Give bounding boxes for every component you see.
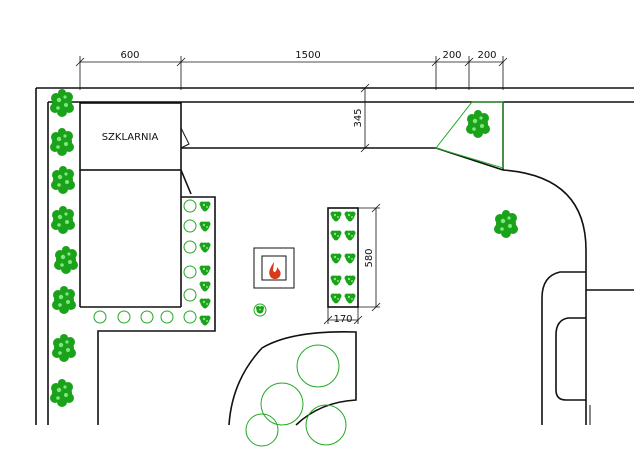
patio-outline: [228, 331, 357, 426]
plot-boundary: [35, 87, 634, 425]
dimension-170: 170: [333, 314, 352, 325]
shrub-circles-row: [93, 199, 197, 324]
shrub-icon: [253, 303, 267, 317]
greenhouse-outline: [79, 102, 182, 171]
dimension-1500: 1500: [295, 50, 320, 61]
top-dimension-chain: [75, 56, 508, 90]
dimension-345: 345: [353, 108, 364, 127]
dimension-580: 580: [364, 248, 375, 267]
dimension-200-right: 200: [477, 50, 496, 61]
fireplace: [253, 247, 295, 289]
dimension-170-line: [323, 307, 363, 325]
dimension-600: 600: [120, 50, 139, 61]
tree-icon: [466, 110, 518, 238]
greenhouse-door: [180, 127, 190, 149]
building-walls: [79, 102, 634, 425]
dimension-200-left: 200: [442, 50, 461, 61]
triangle-planting-bed: [435, 101, 504, 169]
shrub-column-left: [199, 201, 211, 326]
greenhouse-label: SZKLARNIA: [102, 132, 159, 143]
raised-bed: [327, 207, 359, 308]
dimension-580-line: [358, 203, 381, 312]
tree-row-left: [50, 89, 78, 407]
raised-bed-shrubs: [330, 211, 356, 304]
patio-circles: [245, 344, 347, 447]
flame-icon: [269, 262, 281, 279]
